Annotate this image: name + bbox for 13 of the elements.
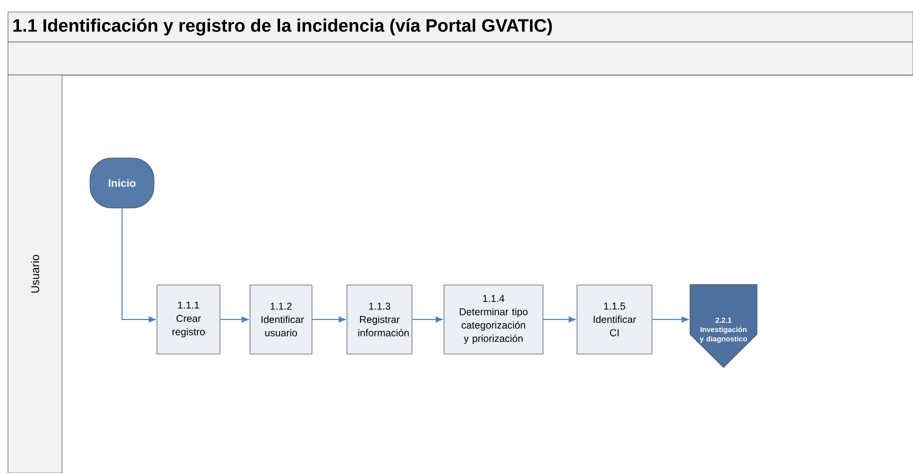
start-terminator: Inicio: [90, 158, 154, 208]
process-box: 1.1.2 Identificar usuario: [250, 284, 312, 354]
process-box: 1.1.5 Identificar CI: [576, 284, 652, 354]
arrow: [220, 316, 248, 322]
arrow: [542, 316, 576, 322]
process-box: 1.1.1 Crear registro: [156, 284, 220, 354]
arrow: [312, 316, 346, 322]
arrow: [412, 316, 442, 322]
title-bar: 1.1 Identificación y registro de la incidencia (vía Portal GVATIC): [8, 12, 913, 42]
arrow: [652, 316, 688, 322]
process-box: 1.1.4 Determinar tipo categorización y priorización: [444, 284, 544, 354]
process-box: 1.1.3 Registrar información: [346, 284, 412, 354]
arrow: [122, 208, 156, 322]
